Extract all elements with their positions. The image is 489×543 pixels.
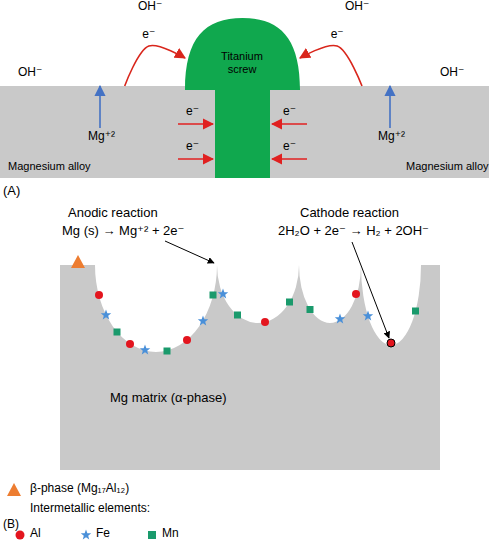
alloy-block: Mg⁺² Magnesium alloy bbox=[0, 86, 215, 178]
node-label: Magnesium alloy bbox=[8, 160, 91, 173]
legend-text: Fe bbox=[96, 527, 110, 541]
node-label: Titanium screw bbox=[207, 50, 277, 75]
legend-text: β-phase (Mg₁₇Al₁₂) bbox=[30, 482, 129, 496]
reaction-title: Cathode reaction bbox=[300, 206, 399, 221]
node-label: Magnesium alloy bbox=[406, 160, 489, 173]
electron-label: e⁻ bbox=[283, 140, 296, 154]
leader-arrow bbox=[165, 241, 214, 263]
legend-heading: Intermetallic elements: bbox=[30, 502, 150, 516]
node-outline bbox=[185, 18, 300, 178]
node-label: Mg matrix (α-phase) bbox=[110, 391, 227, 406]
node-outline bbox=[270, 86, 489, 178]
edge-label: e⁻ bbox=[331, 28, 344, 42]
alloy-block: Mg⁺² Magnesium alloy bbox=[270, 86, 489, 178]
legend-swatch bbox=[148, 531, 156, 539]
legend-swatch bbox=[81, 530, 91, 540]
electron-label: e⁻ bbox=[186, 105, 199, 119]
hydroxide-label: OH⁻ bbox=[138, 0, 162, 14]
hydroxide-label: OH⁻ bbox=[18, 66, 42, 80]
legend-text: Al bbox=[30, 527, 41, 541]
reaction-equation: Mg (s) → Mg⁺² + 2e⁻ bbox=[62, 224, 184, 239]
node-label: Mg⁺² bbox=[88, 130, 115, 144]
edge-label: e⁻ bbox=[142, 28, 155, 42]
panel-label: (B) bbox=[3, 518, 19, 532]
node-label: Mg⁺² bbox=[378, 130, 405, 144]
node-outline bbox=[0, 86, 215, 178]
node-outline bbox=[60, 265, 440, 470]
electron-label: e⁻ bbox=[283, 105, 296, 119]
node-outline bbox=[60, 265, 440, 470]
hydroxide-label: OH⁻ bbox=[345, 0, 369, 14]
panel-label: (A) bbox=[3, 184, 20, 199]
reaction-title: Anodic reaction bbox=[68, 206, 158, 221]
reaction-equation: 2H₂O + 2e⁻ → H₂ + 2OH⁻ bbox=[278, 224, 429, 239]
electron-flow-arrow bbox=[125, 45, 185, 86]
screw-shape: Titanium screw bbox=[185, 18, 300, 178]
electron-flow-arrow bbox=[300, 45, 362, 86]
legend-swatch bbox=[16, 531, 25, 540]
hydroxide-label: OH⁻ bbox=[440, 66, 464, 80]
matrix-block: Mg matrix (α-phase) bbox=[60, 265, 440, 470]
legend-text: Mn bbox=[162, 527, 179, 541]
electron-label: e⁻ bbox=[186, 140, 199, 154]
legend-swatch bbox=[7, 483, 21, 496]
